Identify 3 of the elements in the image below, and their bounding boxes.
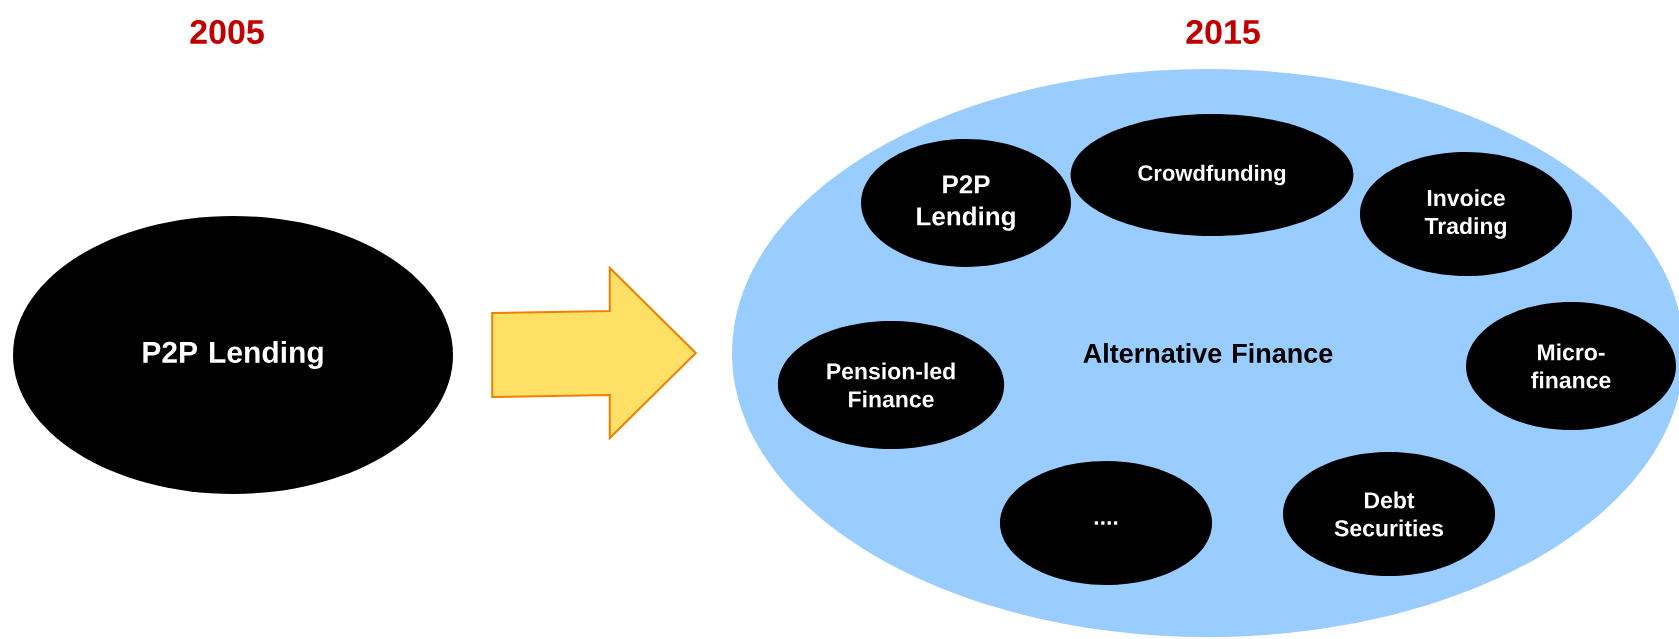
block-arrow: [491, 265, 698, 441]
year-label: 2015: [1186, 19, 1260, 45]
year-label: 2005: [190, 19, 264, 45]
